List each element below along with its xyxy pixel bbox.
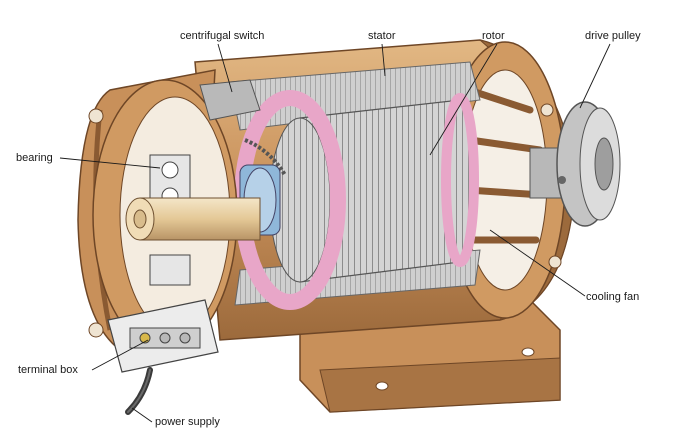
- label-terminal-box: terminal box: [18, 364, 78, 376]
- rotor: [234, 90, 479, 310]
- leader-bearing: [59, 157, 161, 169]
- label-cooling-fan: cooling fan: [586, 291, 640, 303]
- label-power-supply: power supply: [155, 416, 220, 428]
- leader-cooling-fan: [489, 229, 586, 297]
- label-rotor: rotor: [482, 30, 505, 42]
- leader-centrifugal-switch: [217, 43, 233, 93]
- leader-power-supply: [131, 407, 153, 423]
- label-bearing: bearing: [16, 152, 53, 164]
- label-stator: stator: [368, 30, 396, 42]
- leader-stator: [381, 43, 386, 77]
- drive-pulley: [529, 101, 621, 227]
- power-supply-cable: [125, 367, 153, 415]
- shaft: [125, 197, 261, 241]
- leader-terminal-box: [91, 339, 149, 371]
- label-drive-pulley: drive pulley: [585, 30, 641, 42]
- leader-rotor: [429, 43, 498, 156]
- label-centrifugal-switch: centrifugal switch: [180, 30, 265, 42]
- terminal-box: [107, 299, 219, 373]
- leader-lines: [59, 43, 611, 423]
- leader-drive-pulley: [579, 43, 611, 109]
